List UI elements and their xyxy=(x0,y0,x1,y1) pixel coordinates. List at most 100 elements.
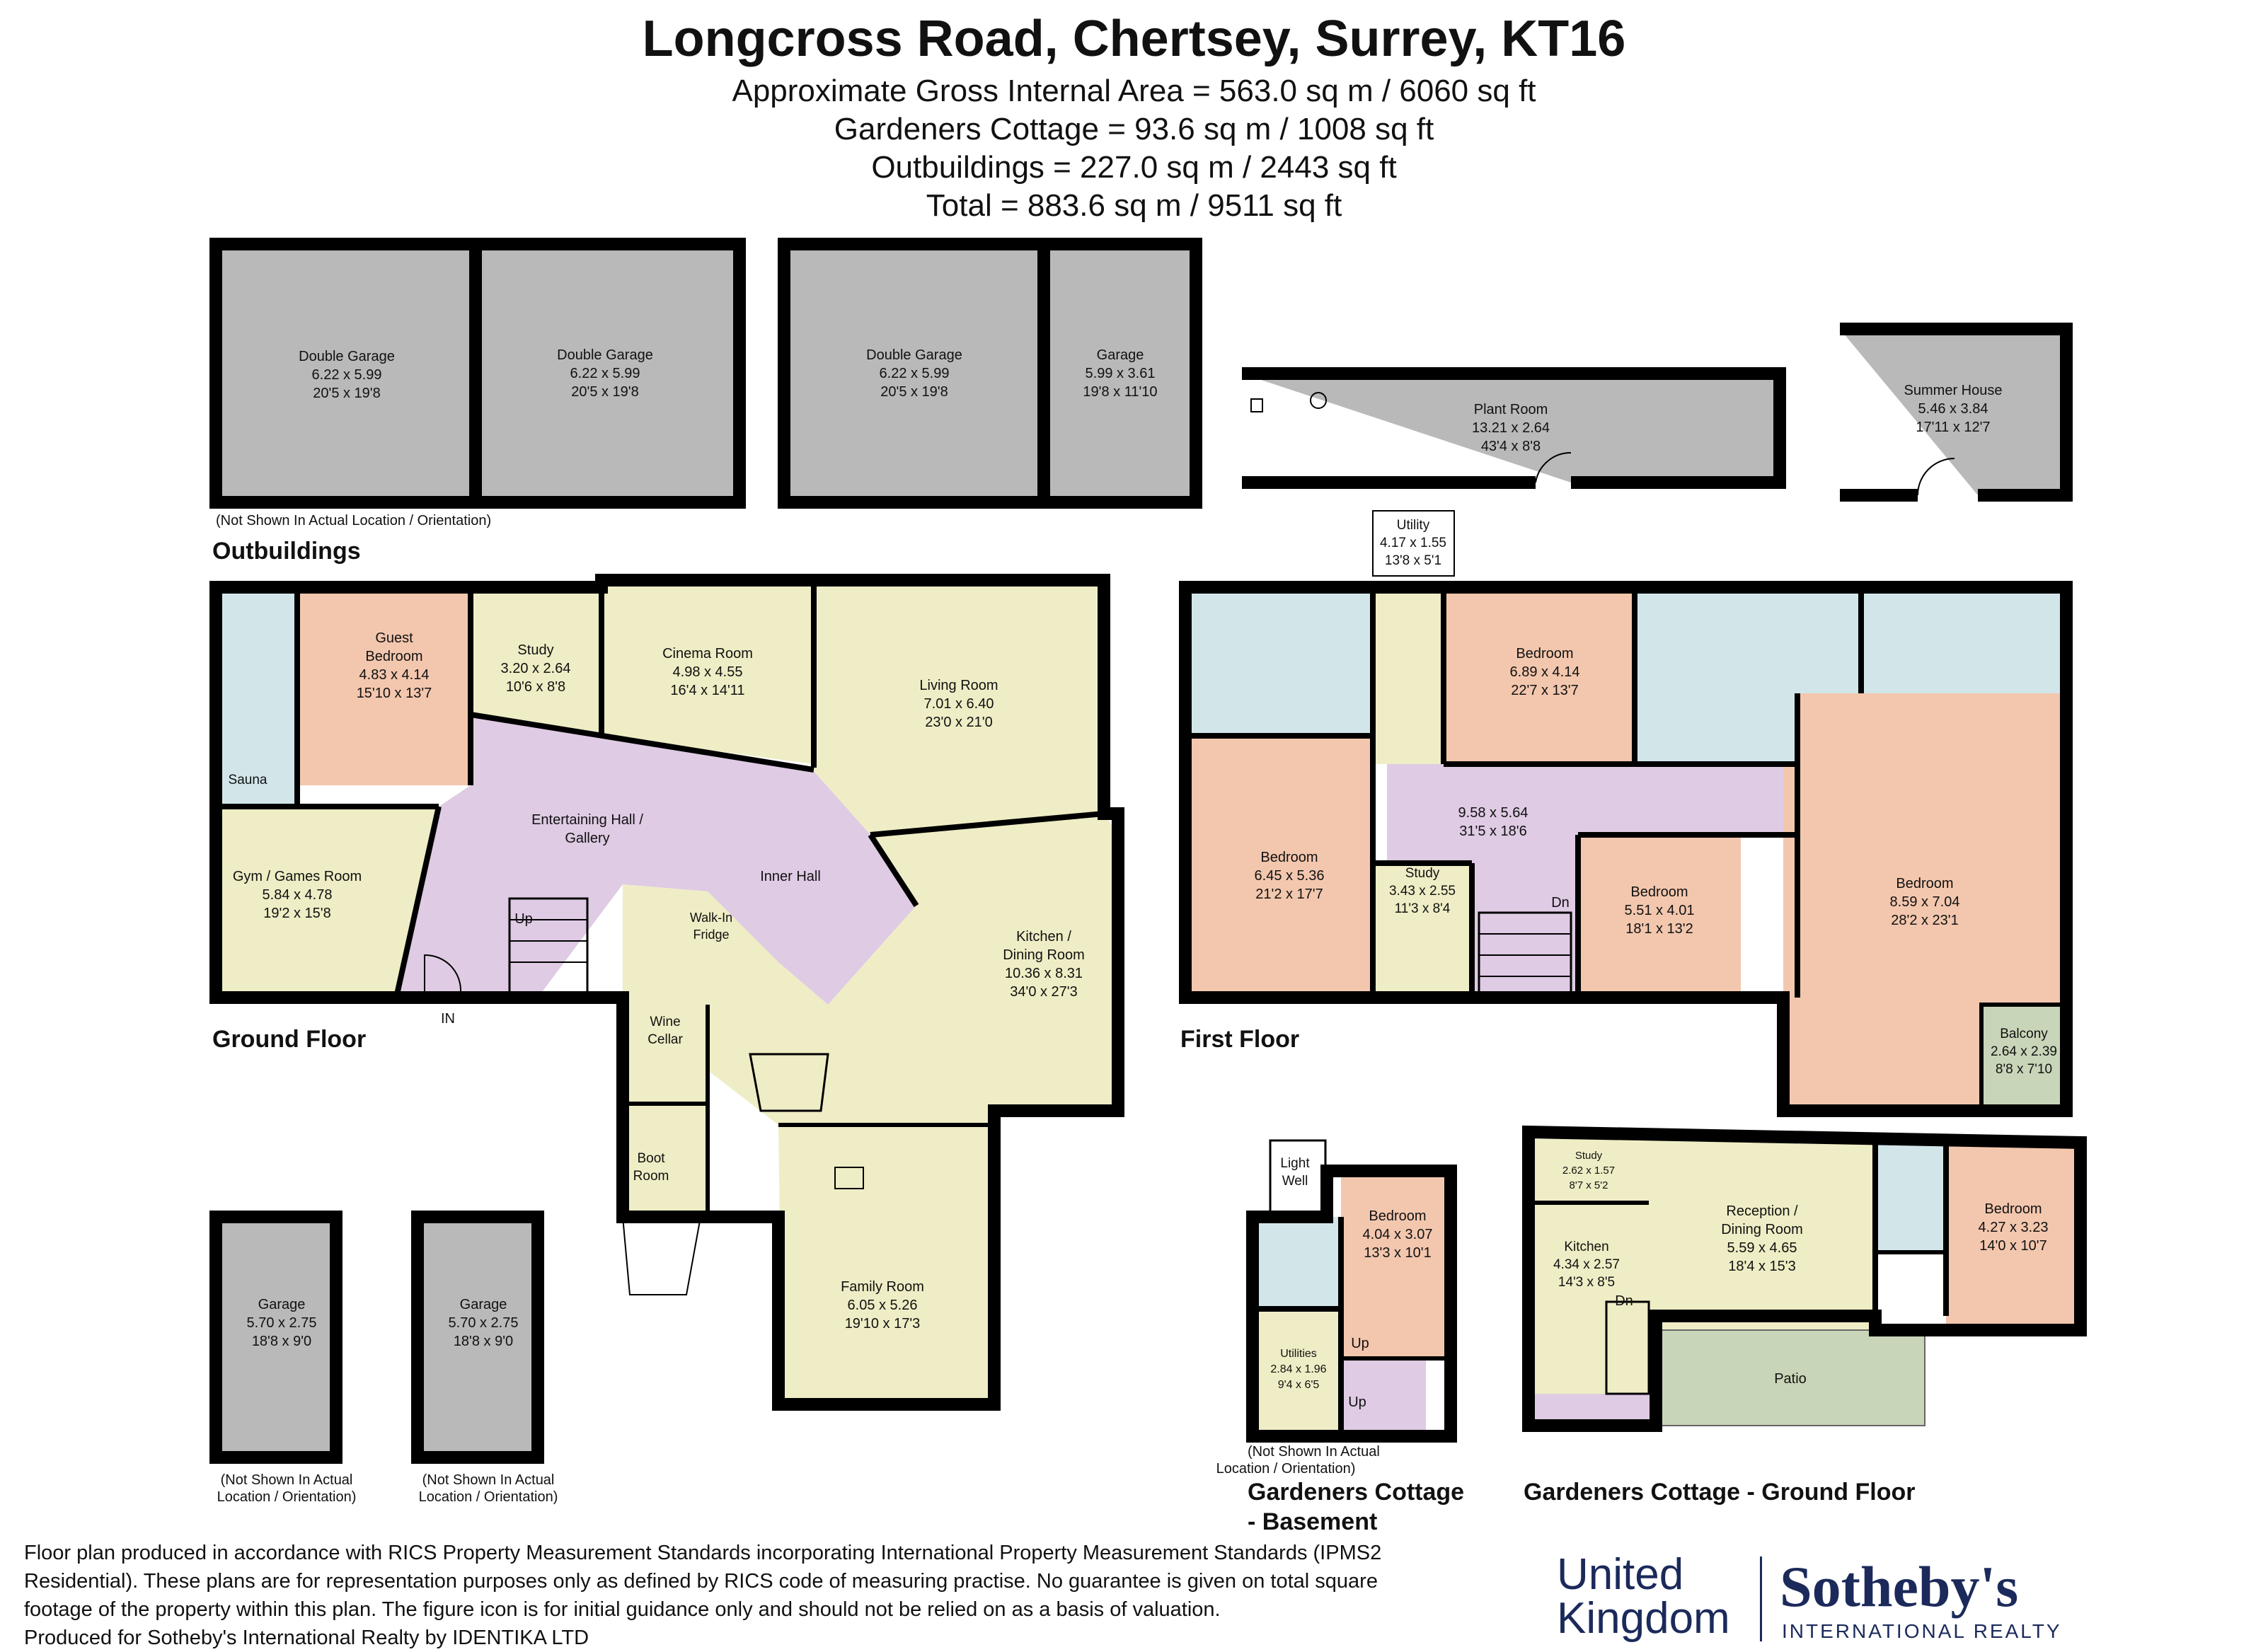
room-label-balcony: Balcony xyxy=(2000,1027,2048,1041)
disclaimer-line: Floor plan produced in accordance with R… xyxy=(24,1542,1382,1564)
first-floor-outline xyxy=(1179,581,2073,1117)
room-label-bed-cb: 4.04 x 3.07 xyxy=(1363,1227,1433,1242)
room-label-kitchen-c: 14'3 x 8'5 xyxy=(1558,1275,1615,1290)
room-label-dg3: 20'5 x 19'8 xyxy=(880,384,948,400)
room-label-bed-f4: 8.59 x 7.04 xyxy=(1890,894,1960,910)
garage-c-outline xyxy=(411,1211,544,1464)
room-label-summer: 5.46 x 3.84 xyxy=(1918,401,1988,417)
room-label-guest: Guest xyxy=(375,630,413,646)
room-label-bed-f1: Bedroom xyxy=(1516,646,1573,662)
room-label-walkin: Fridge xyxy=(693,928,729,942)
room-label-garage-b: 18'8 x 9'0 xyxy=(252,1334,311,1349)
ground-floor-group xyxy=(209,574,1124,1411)
brand-divider xyxy=(1760,1556,1762,1641)
cottage-bath-fill xyxy=(1875,1139,1946,1252)
disclaimer: Floor plan produced in accordance with R… xyxy=(24,1539,1496,1652)
room-label-dg2: 20'5 x 19'8 xyxy=(571,384,639,400)
room-label-kitchen-c: 4.34 x 2.57 xyxy=(1553,1257,1620,1272)
room-label-bed-f2: 6.45 x 5.36 xyxy=(1255,868,1325,884)
orientation-note: (Not Shown In Actual xyxy=(422,1472,555,1488)
room-label-garage-c: 5.70 x 2.75 xyxy=(449,1315,519,1331)
stairs-up-label: Up xyxy=(1351,1336,1369,1351)
orientation-note: (Not Shown In Actual xyxy=(221,1472,353,1488)
room-label-bed-c: 4.27 x 3.23 xyxy=(1979,1220,2049,1235)
room-label-dg2: 6.22 x 5.99 xyxy=(570,366,640,381)
tank-icon xyxy=(1310,392,1327,409)
summer-house-outline xyxy=(1840,323,2073,502)
room-label-utility: Utility xyxy=(1397,518,1430,533)
disclaimer-line: Residential). These plans are for repres… xyxy=(24,1570,1378,1593)
entertaining-hall-fill xyxy=(396,715,916,1005)
room-label-living: 7.01 x 6.40 xyxy=(924,696,994,712)
entrance-marker: IN xyxy=(441,1011,455,1027)
room-label-dg1: 6.22 x 5.99 xyxy=(312,367,382,383)
disclaimer-line: Produced for Sotheby's International Rea… xyxy=(24,1627,589,1649)
room-label-guest: Bedroom xyxy=(365,649,422,664)
room-label-garage-b: 5.70 x 2.75 xyxy=(247,1315,317,1331)
room-label-summer: Summer House xyxy=(1904,383,2003,398)
room-label-sauna: Sauna xyxy=(229,773,267,787)
cottage-basement-group xyxy=(1246,1139,1457,1443)
room-label-bed-c: Bedroom xyxy=(1984,1201,2042,1217)
room-label-hall: Gallery xyxy=(565,831,609,846)
room-label-bed-cb: Bedroom xyxy=(1369,1208,1426,1224)
section-title-cottage-ground: Gardeners Cottage - Ground Floor xyxy=(1524,1479,1915,1506)
room-label-bed-f4: Bedroom xyxy=(1896,876,1953,891)
room-label-bed-f3: Bedroom xyxy=(1630,884,1688,900)
cottage-study-fill xyxy=(1529,1139,1656,1203)
page-title: Longcross Road, Chertsey, Surrey, KT16 xyxy=(642,11,1626,67)
room-label-guest: 4.83 x 4.14 xyxy=(359,667,430,683)
room-label-bed-f3: 18'1 x 13'2 xyxy=(1625,921,1693,937)
room-label-kitchen: 34'0 x 27'3 xyxy=(1010,984,1078,1000)
room-label-gym: Gym / Games Room xyxy=(233,869,362,884)
room-label-utilities: 9'4 x 6'5 xyxy=(1278,1379,1320,1391)
total-area-line: Total = 883.6 sq m / 9511 sq ft xyxy=(926,188,1342,223)
staircase-icon xyxy=(508,897,589,999)
room-label-gym: 5.84 x 4.78 xyxy=(263,887,333,903)
bedroom-2-fill xyxy=(1185,736,1373,998)
disclaimer-line: footage of the property within this plan… xyxy=(24,1598,1221,1621)
cottage-ground-group xyxy=(1522,1125,2087,1432)
room-label-garage-b: Garage xyxy=(258,1297,306,1312)
room-label-reception: Reception / xyxy=(1726,1203,1798,1219)
staircase-icon xyxy=(1605,1300,1650,1395)
first-floor-group xyxy=(1179,510,2073,1117)
room-label-living: Living Room xyxy=(919,678,998,693)
room-label-hall: Entertaining Hall / xyxy=(531,812,643,828)
room-label-summer: 17'11 x 12'7 xyxy=(1916,420,1990,435)
room-label-plant: 13.21 x 2.64 xyxy=(1472,420,1550,436)
room-label-guest: 15'10 x 13'7 xyxy=(357,686,432,701)
room-label-kitchen: 10.36 x 8.31 xyxy=(1005,966,1083,981)
reception-fill xyxy=(1656,1139,1875,1330)
room-label-garage-a: Garage xyxy=(1097,347,1144,363)
utility-callout-box xyxy=(1372,510,1455,577)
room-label-reception: 18'4 x 15'3 xyxy=(1728,1259,1796,1274)
bedroom-4b-fill xyxy=(1783,998,1981,1111)
cinema-fill xyxy=(601,580,814,764)
room-label-balcony: 2.64 x 2.39 xyxy=(1991,1044,2057,1059)
gross-area-line: Approximate Gross Internal Area = 563.0 … xyxy=(732,74,1536,108)
room-label-garage-a: 5.99 x 3.61 xyxy=(1086,366,1156,381)
entrance-step-icon xyxy=(621,1216,702,1295)
cottage-kitchen-fill xyxy=(1529,1203,1656,1394)
detached-garages-group xyxy=(209,1211,544,1464)
room-label-cinema: 4.98 x 4.55 xyxy=(673,664,743,680)
room-label-utility: 4.17 x 1.55 xyxy=(1380,536,1446,550)
stairs-up-label: Up xyxy=(1348,1394,1366,1410)
ground-floor-outline xyxy=(209,574,1124,1411)
room-label-boot: Room xyxy=(633,1169,669,1184)
landing-fill xyxy=(1387,764,1797,998)
room-label-dg2: Double Garage xyxy=(557,347,653,363)
brand-uk-line1: United xyxy=(1557,1550,1684,1599)
room-label-study-c: 2.62 x 1.57 xyxy=(1562,1165,1615,1177)
utilities-fill xyxy=(1253,1309,1341,1436)
cottage-bedroom-fill xyxy=(1946,1139,2080,1330)
room-label-study-f: 3.43 x 2.55 xyxy=(1389,884,1456,899)
room-label-kitchen: Kitchen / xyxy=(1016,929,1071,945)
room-label-landing: 31'5 x 18'6 xyxy=(1459,824,1527,839)
section-title-first-floor: First Floor xyxy=(1180,1026,1299,1053)
room-label-utilities: 2.84 x 1.96 xyxy=(1270,1363,1326,1375)
orientation-note: (Not Shown In Actual xyxy=(1248,1444,1380,1460)
room-label-patio: Patio xyxy=(1774,1371,1807,1387)
boiler-icon xyxy=(1250,398,1263,412)
